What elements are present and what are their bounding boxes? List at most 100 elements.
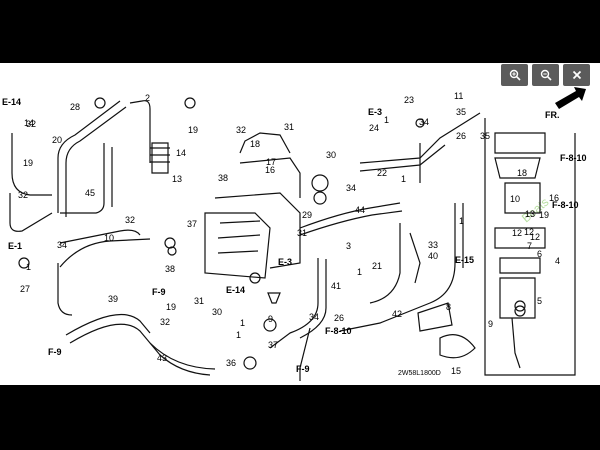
svg-text:40: 40 bbox=[428, 251, 438, 261]
svg-text:21: 21 bbox=[372, 261, 382, 271]
svg-text:12: 12 bbox=[530, 232, 540, 242]
svg-text:39: 39 bbox=[108, 294, 118, 304]
callout-numbers: 14 32 28 2 20 19 32 19 45 32 14 13 10 34… bbox=[18, 91, 560, 376]
svg-text:26: 26 bbox=[334, 313, 344, 323]
svg-text:F-9: F-9 bbox=[48, 347, 62, 357]
pipe-lines bbox=[9, 97, 576, 381]
svg-text:F-9: F-9 bbox=[296, 364, 310, 374]
svg-text:5: 5 bbox=[537, 296, 542, 306]
svg-text:F-8-10: F-8-10 bbox=[560, 153, 587, 163]
svg-text:13: 13 bbox=[525, 209, 535, 219]
svg-text:3: 3 bbox=[346, 241, 351, 251]
svg-text:19: 19 bbox=[23, 158, 33, 168]
parts-diagram: Boats bbox=[0, 63, 600, 385]
reference-labels: E-14 E-1 F-9 F-9 E-3 E-3 E-14 E-15 F-8-1… bbox=[2, 97, 587, 374]
svg-text:34: 34 bbox=[419, 117, 429, 127]
svg-text:13: 13 bbox=[172, 174, 182, 184]
svg-text:4: 4 bbox=[555, 256, 560, 266]
svg-text:12: 12 bbox=[512, 228, 522, 238]
svg-text:10: 10 bbox=[104, 233, 114, 243]
svg-text:17: 17 bbox=[266, 157, 276, 167]
svg-text:45: 45 bbox=[85, 188, 95, 198]
svg-text:1: 1 bbox=[384, 115, 389, 125]
svg-text:42: 42 bbox=[392, 309, 402, 319]
svg-text:32: 32 bbox=[160, 317, 170, 327]
svg-text:18: 18 bbox=[250, 139, 260, 149]
svg-text:8: 8 bbox=[446, 302, 451, 312]
svg-text:19: 19 bbox=[188, 125, 198, 135]
front-direction-arrow: FR. bbox=[545, 87, 586, 120]
svg-text:1: 1 bbox=[240, 318, 245, 328]
svg-text:41: 41 bbox=[331, 281, 341, 291]
svg-text:22: 22 bbox=[377, 168, 387, 178]
svg-text:30: 30 bbox=[326, 150, 336, 160]
zoom-out-button[interactable] bbox=[532, 64, 559, 86]
svg-text:28: 28 bbox=[70, 102, 80, 112]
svg-text:37: 37 bbox=[268, 340, 278, 350]
svg-text:E-1: E-1 bbox=[8, 241, 22, 251]
svg-text:F-9: F-9 bbox=[152, 287, 166, 297]
svg-text:FR.: FR. bbox=[545, 110, 560, 120]
svg-text:E-15: E-15 bbox=[455, 255, 474, 265]
svg-text:30: 30 bbox=[212, 307, 222, 317]
svg-text:38: 38 bbox=[218, 173, 228, 183]
svg-text:24: 24 bbox=[369, 123, 379, 133]
svg-text:E-14: E-14 bbox=[2, 97, 21, 107]
svg-text:1: 1 bbox=[459, 216, 464, 226]
svg-text:34: 34 bbox=[57, 240, 67, 250]
svg-text:35: 35 bbox=[456, 107, 466, 117]
svg-text:1: 1 bbox=[401, 174, 406, 184]
close-icon bbox=[572, 70, 581, 80]
svg-text:E-3: E-3 bbox=[368, 107, 382, 117]
svg-text:32: 32 bbox=[26, 119, 36, 129]
svg-text:23: 23 bbox=[404, 95, 414, 105]
svg-text:1: 1 bbox=[357, 267, 362, 277]
svg-text:15: 15 bbox=[451, 366, 461, 376]
svg-text:27: 27 bbox=[20, 284, 30, 294]
svg-text:31: 31 bbox=[297, 228, 307, 238]
svg-text:6: 6 bbox=[537, 249, 542, 259]
svg-text:36: 36 bbox=[226, 358, 236, 368]
svg-text:35: 35 bbox=[480, 131, 490, 141]
svg-text:31: 31 bbox=[194, 296, 204, 306]
svg-text:44: 44 bbox=[355, 205, 365, 215]
svg-text:32: 32 bbox=[18, 190, 28, 200]
svg-text:2: 2 bbox=[145, 93, 150, 103]
svg-text:7: 7 bbox=[527, 241, 532, 251]
svg-text:E-3: E-3 bbox=[278, 257, 292, 267]
svg-text:F-8-10: F-8-10 bbox=[325, 326, 352, 336]
svg-text:E-14: E-14 bbox=[226, 285, 245, 295]
svg-text:9: 9 bbox=[268, 314, 273, 324]
svg-text:31: 31 bbox=[284, 122, 294, 132]
zoom-in-icon bbox=[509, 69, 521, 81]
svg-text:43: 43 bbox=[157, 353, 167, 363]
svg-text:10: 10 bbox=[510, 194, 520, 204]
svg-text:26: 26 bbox=[456, 131, 466, 141]
svg-text:1: 1 bbox=[26, 262, 31, 272]
svg-text:11: 11 bbox=[454, 91, 463, 101]
zoom-in-button[interactable] bbox=[501, 64, 528, 86]
svg-text:1: 1 bbox=[236, 330, 241, 340]
svg-text:37: 37 bbox=[187, 219, 197, 229]
zoom-out-icon bbox=[540, 69, 552, 81]
svg-text:32: 32 bbox=[236, 125, 246, 135]
svg-text:34: 34 bbox=[346, 183, 356, 193]
svg-text:14: 14 bbox=[176, 148, 186, 158]
svg-text:29: 29 bbox=[302, 210, 312, 220]
svg-text:32: 32 bbox=[125, 215, 135, 225]
svg-text:20: 20 bbox=[52, 135, 62, 145]
drawing-code: 2W58L1800D bbox=[398, 370, 441, 377]
svg-text:38: 38 bbox=[165, 264, 175, 274]
svg-text:16: 16 bbox=[265, 165, 275, 175]
svg-text:16: 16 bbox=[549, 193, 559, 203]
svg-text:19: 19 bbox=[539, 210, 549, 220]
svg-text:F-8-10: F-8-10 bbox=[552, 200, 579, 210]
svg-text:19: 19 bbox=[166, 302, 176, 312]
close-button[interactable] bbox=[563, 64, 590, 86]
svg-text:34: 34 bbox=[309, 312, 319, 322]
svg-text:12: 12 bbox=[524, 227, 534, 237]
svg-text:18: 18 bbox=[517, 168, 527, 178]
svg-text:9: 9 bbox=[488, 319, 493, 329]
svg-text:33: 33 bbox=[428, 240, 438, 250]
